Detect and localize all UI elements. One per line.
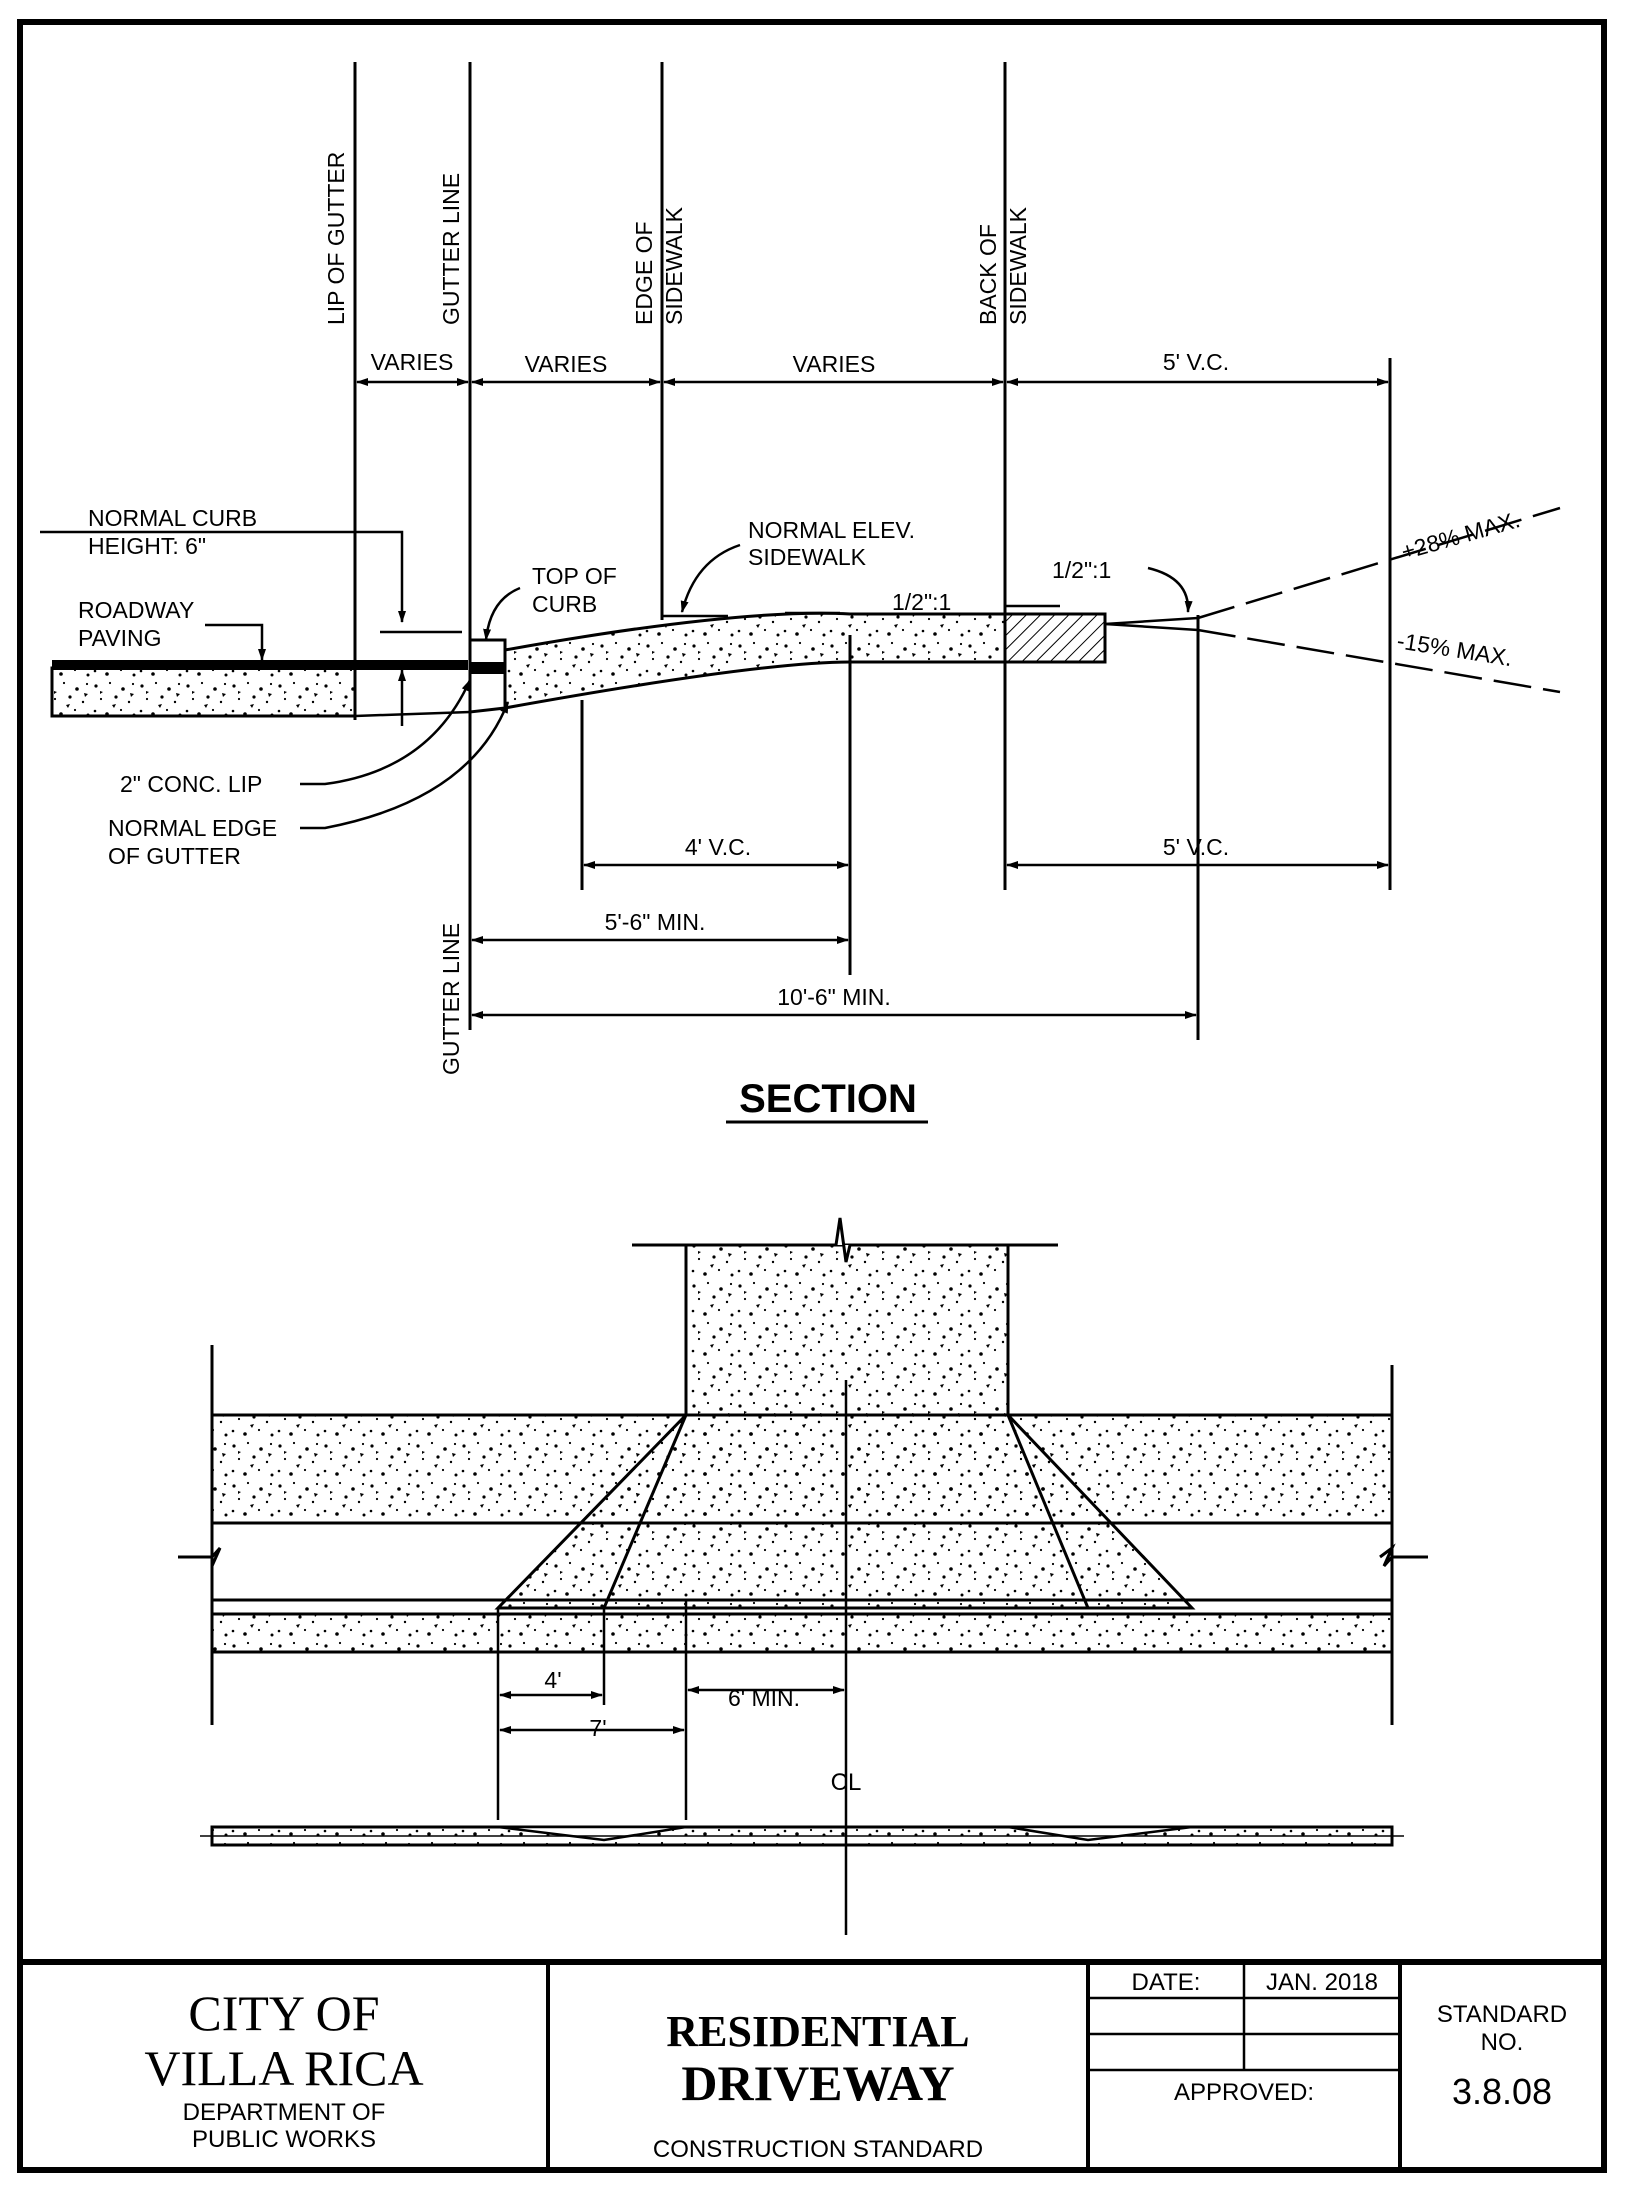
dim-varies-3: VARIES [793,351,876,377]
plan-dim-6min: 6' MIN. [728,1685,800,1711]
label-edge-of: EDGE OF [631,221,657,325]
callout-normal-elev: NORMAL ELEV. [748,517,915,543]
sheet-border [17,19,1607,2173]
label-gutter-line-bottom: GUTTER LINE [438,923,464,1075]
dim-5vc-top: 5' V.C. [1163,349,1229,375]
callout-of-gutter: OF GUTTER [108,843,241,869]
plan-view [178,1217,1428,1935]
callout-conc-lip: 2" CONC. LIP [120,771,262,797]
dim-varies-2: VARIES [525,351,608,377]
org-line1: CITY OF [188,1985,379,2041]
label-lip-of-gutter: LIP OF GUTTER [323,152,349,325]
dept-line1: DEPARTMENT OF [183,2099,386,2126]
centerline-symbol: CL [831,1769,862,1796]
curb-lip [468,638,507,714]
callout-roadway: ROADWAY [78,597,194,623]
org-line2: VILLA RICA [144,2040,423,2096]
callout-normal-edge: NORMAL EDGE [108,815,277,841]
plan-labels: 4' 7' 6' MIN. CL [544,1667,861,1796]
gutter-strip [210,1612,1394,1654]
date-value: JAN. 2018 [1266,1969,1378,1996]
grade-up-label: +28% MAX. [1398,506,1523,565]
approved-label: APPROVED: [1174,2079,1314,2106]
section-labels: LIP OF GUTTER GUTTER LINE EDGE OF SIDEWA… [78,152,1523,1124]
label-back-of: BACK OF [975,224,1001,325]
grade-down-label: -15% MAX. [1395,627,1514,671]
title-block-text: CITY OF VILLA RICA DEPARTMENT OF PUBLIC … [144,1969,1567,2163]
plan-dim-4: 4' [544,1667,561,1693]
callout-paving: PAVING [78,625,162,651]
section-title: SECTION [739,1077,917,1121]
callout-normal-curb: NORMAL CURB [88,505,257,531]
drawing-title-line2: DRIVEWAY [681,2055,954,2111]
driveway-apron [503,611,1007,710]
section-view [40,62,1561,1040]
sidewalk-block [1003,612,1107,664]
label-gutter-line: GUTTER LINE [438,173,464,325]
standard-label-2: NO. [1481,2029,1524,2056]
drawing-subtitle: CONSTRUCTION STANDARD [653,2136,983,2163]
slope-label-a: 1/2":1 [892,589,951,615]
label-edge-sidewalk: SIDEWALK [661,206,687,325]
slope-label-b: 1/2":1 [1052,557,1111,583]
drawing-title-line1: RESIDENTIAL [666,2007,969,2056]
callout-elev-sidewalk: SIDEWALK [748,544,867,570]
dept-line2: PUBLIC WORKS [192,2126,376,2153]
dim-varies-1: VARIES [371,349,454,375]
callout-top-of: TOP OF [532,563,617,589]
dim-5vc-bottom: 5' V.C. [1163,834,1229,860]
title-block [20,1959,1604,2170]
dim-5-6-min: 5'-6" MIN. [605,909,706,935]
callout-curb-height: HEIGHT: 6" [88,533,206,559]
roadway-paving [52,660,468,670]
date-label: DATE: [1132,1969,1201,1996]
plan-dim-7: 7' [589,1715,606,1741]
standard-label-1: STANDARD [1437,2001,1567,2028]
callout-curb: CURB [532,591,597,617]
roadway-base [50,666,357,718]
dim-4vc: 4' V.C. [685,834,751,860]
label-back-sidewalk: SIDEWALK [1005,206,1031,325]
dim-10-6-min: 10'-6" MIN. [777,984,891,1010]
standard-number: 3.8.08 [1452,2071,1552,2112]
